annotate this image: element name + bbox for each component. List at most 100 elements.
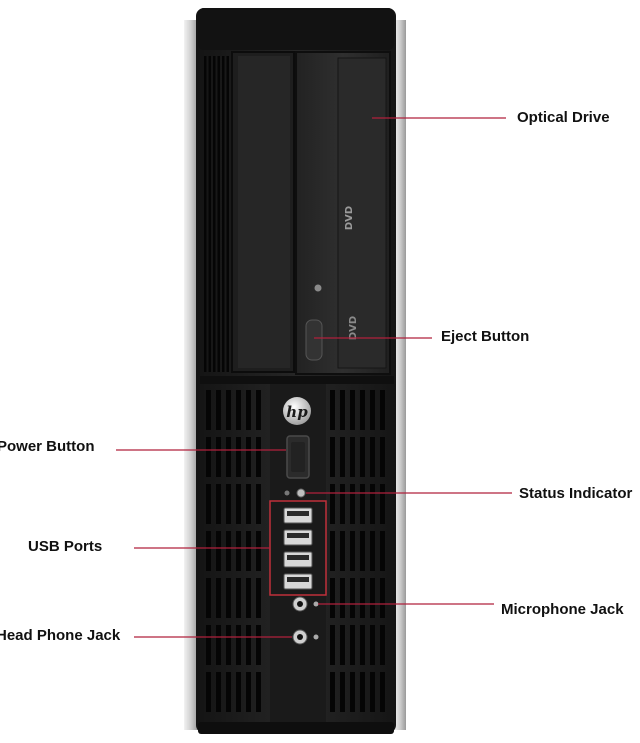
hp-logo-icon bbox=[283, 397, 311, 425]
hdd-indicator-led bbox=[284, 490, 290, 496]
vent-slot bbox=[256, 578, 261, 618]
vent-slot bbox=[330, 672, 335, 712]
vent-slot bbox=[330, 437, 335, 477]
vent-slot bbox=[216, 625, 221, 665]
vent-slot bbox=[216, 437, 221, 477]
left-side-panel bbox=[184, 20, 198, 730]
vent-slot bbox=[330, 625, 335, 665]
vent-slot bbox=[340, 625, 345, 665]
vent-slot bbox=[360, 390, 365, 430]
eject-button[interactable] bbox=[305, 319, 323, 361]
vent-slot bbox=[226, 531, 231, 571]
vent-slot bbox=[246, 484, 251, 524]
label-optical-drive: Optical Drive bbox=[517, 109, 610, 126]
vent-slot bbox=[226, 578, 231, 618]
vent-slot bbox=[340, 578, 345, 618]
vent-slot bbox=[370, 390, 375, 430]
vent-slot bbox=[380, 484, 385, 524]
vent-slot bbox=[236, 437, 241, 477]
hp-logo-text: hp bbox=[286, 403, 308, 421]
bezel-divider bbox=[200, 376, 394, 384]
vent-slot bbox=[256, 484, 261, 524]
vent-slot bbox=[236, 531, 241, 571]
vent-slot bbox=[222, 56, 225, 372]
vent-slot bbox=[360, 578, 365, 618]
usb-port-tongue bbox=[287, 511, 309, 516]
vent-slot bbox=[206, 578, 211, 618]
usb-port-tongue bbox=[287, 577, 309, 582]
vent-slot bbox=[217, 56, 220, 372]
vent-slot bbox=[340, 390, 345, 430]
vent-slot bbox=[226, 56, 229, 372]
chassis-base bbox=[198, 722, 394, 734]
dvd-logo-upper: DVD bbox=[344, 206, 355, 230]
upper-vent-grille bbox=[204, 56, 229, 372]
vent-slot bbox=[360, 625, 365, 665]
vent-slot bbox=[350, 531, 355, 571]
vent-slot bbox=[350, 437, 355, 477]
vent-slot bbox=[216, 390, 221, 430]
vent-slot bbox=[206, 625, 211, 665]
dvd-logo-lower-text: DVD bbox=[348, 316, 359, 340]
vent-slot bbox=[256, 672, 261, 712]
vent-slot bbox=[370, 578, 375, 618]
vent-slot bbox=[370, 437, 375, 477]
vent-slot bbox=[350, 672, 355, 712]
dvd-logo-lower: DVD bbox=[348, 316, 359, 340]
vent-slot bbox=[350, 484, 355, 524]
vent-slot bbox=[380, 578, 385, 618]
label-eject-button: Eject Button bbox=[441, 328, 530, 345]
headphone-icon bbox=[313, 634, 319, 640]
headphone-jack-hole bbox=[297, 634, 303, 640]
vent-slot bbox=[340, 672, 345, 712]
vent-slot bbox=[380, 672, 385, 712]
vent-slot bbox=[380, 437, 385, 477]
vent-slot bbox=[380, 390, 385, 430]
optical-drive-tray bbox=[337, 57, 387, 369]
vent-slot bbox=[226, 390, 231, 430]
vent-slot bbox=[216, 672, 221, 712]
drive-activity-led bbox=[314, 284, 322, 292]
vent-slot bbox=[246, 390, 251, 430]
vent-slot bbox=[360, 437, 365, 477]
drive-bay-blank-inner bbox=[238, 56, 290, 368]
vent-slot bbox=[380, 625, 385, 665]
vent-slot bbox=[213, 56, 216, 372]
vent-slot bbox=[370, 672, 375, 712]
vent-slot bbox=[236, 578, 241, 618]
vent-slot bbox=[246, 672, 251, 712]
label-usb-ports: USB Ports bbox=[28, 538, 103, 555]
usb-port-tongue bbox=[287, 533, 309, 538]
vent-slot bbox=[380, 531, 385, 571]
vent-slot bbox=[206, 484, 211, 524]
vent-slot bbox=[330, 578, 335, 618]
vent-slot bbox=[236, 484, 241, 524]
vent-slot bbox=[246, 625, 251, 665]
vent-slot bbox=[330, 531, 335, 571]
vent-slot bbox=[350, 578, 355, 618]
vent-slot bbox=[206, 437, 211, 477]
vent-slot bbox=[216, 578, 221, 618]
vent-slot bbox=[370, 531, 375, 571]
vent-slot bbox=[216, 484, 221, 524]
vent-slot bbox=[208, 56, 211, 372]
vent-slot bbox=[350, 390, 355, 430]
vent-slot bbox=[226, 672, 231, 712]
vent-slot bbox=[256, 531, 261, 571]
usb-ports-group bbox=[283, 507, 313, 590]
vent-slot bbox=[206, 672, 211, 712]
vent-slot bbox=[226, 484, 231, 524]
microphone-jack-hole bbox=[297, 601, 303, 607]
label-status-indicator: Status Indicator bbox=[519, 485, 633, 502]
vent-slot bbox=[246, 531, 251, 571]
vent-slot bbox=[204, 56, 207, 372]
power-button-face bbox=[291, 442, 305, 472]
usb-port-tongue bbox=[287, 555, 309, 560]
vent-slot bbox=[206, 531, 211, 571]
vent-slot bbox=[246, 578, 251, 618]
vent-slot bbox=[236, 390, 241, 430]
vent-slot bbox=[256, 437, 261, 477]
vent-slot bbox=[350, 625, 355, 665]
label-power-button: Power Button bbox=[0, 438, 95, 455]
chassis-top bbox=[198, 8, 394, 50]
